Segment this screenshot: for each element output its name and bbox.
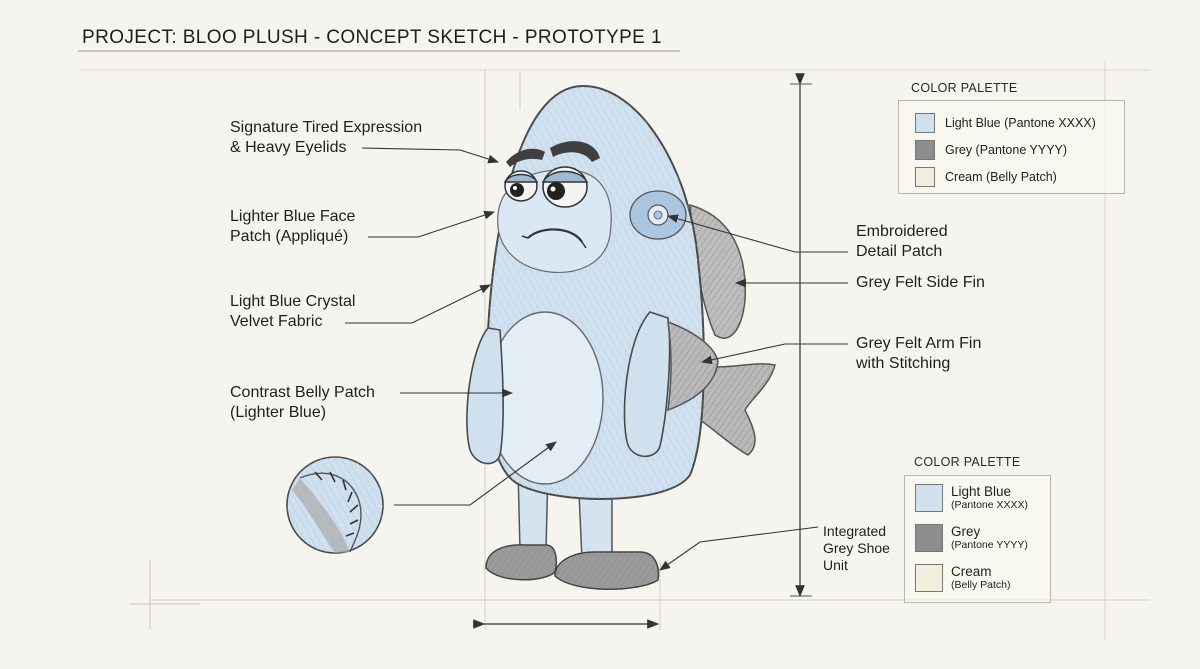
swatch-label: Light Blue (Pantone XXXX)	[945, 116, 1096, 130]
label-side-fin: Grey Felt Side Fin	[856, 273, 985, 293]
label-line: Unit	[823, 557, 848, 573]
arm-fin	[667, 320, 719, 412]
leader-lines	[345, 147, 848, 571]
palette-top-item: Grey (Pantone YYYY)	[915, 140, 1067, 160]
label-line: & Heavy Eyelids	[230, 139, 347, 156]
label-tired-expression: Signature Tired Expression & Heavy Eyeli…	[230, 118, 422, 158]
swatch-label: Grey	[951, 524, 981, 539]
label-line: Contrast Belly Patch	[230, 384, 375, 401]
side-fin	[689, 203, 746, 339]
label-line: (Lighter Blue)	[230, 404, 327, 421]
palette-top-item: Light Blue (Pantone XXXX)	[915, 113, 1096, 133]
label-belly-patch: Contrast Belly Patch (Lighter Blue)	[230, 383, 375, 423]
label-embroidered-patch: Embroidered Detail Patch	[856, 222, 948, 262]
label-line: Embroidered	[856, 223, 948, 240]
swatch-text: Light Blue (Pantone XXXX)	[951, 484, 1028, 512]
label-line: Grey Felt Arm Fin	[856, 335, 982, 352]
palette-bottom-item: Cream (Belly Patch)	[915, 564, 1011, 592]
sheet-title: PROJECT: BLOO PLUSH - CONCEPT SKETCH - P…	[82, 27, 662, 48]
label-line: Patch (Appliqué)	[230, 228, 349, 245]
palette-top-item: Cream (Belly Patch)	[915, 167, 1057, 187]
palette-bottom-title: COLOR PALETTE	[914, 455, 1021, 469]
swatch-text: Grey (Pantone YYYY)	[951, 524, 1028, 552]
swatch-label: Cream	[951, 564, 992, 579]
height-dimension	[790, 73, 812, 598]
palette-bottom-item: Light Blue (Pantone XXXX)	[915, 484, 1028, 512]
label-line: Velvet Fabric	[230, 313, 323, 330]
swatch-label: Grey (Pantone YYYY)	[945, 143, 1068, 157]
swatch-cream	[915, 564, 943, 592]
belly-patch	[486, 311, 604, 485]
embroidered-patch	[629, 190, 687, 240]
label-shoe-unit: Integrated Grey Shoe Unit	[823, 523, 890, 574]
mouth	[521, 228, 587, 249]
label-arm-fin: Grey Felt Arm Fin with Stitching	[856, 334, 981, 374]
stitching-detail-inset	[286, 456, 384, 554]
palette-top: Light Blue (Pantone XXXX) Grey (Pantone …	[898, 100, 1125, 194]
label-line: Grey Felt Side Fin	[856, 274, 985, 291]
swatch-label: Light Blue	[951, 484, 1012, 499]
eyes	[503, 166, 589, 208]
palette-top-title: COLOR PALETTE	[911, 81, 1018, 95]
swatch-sublabel: (Pantone XXXX)	[951, 499, 1029, 511]
palette-bottom-item: Grey (Pantone YYYY)	[915, 524, 1028, 552]
label-line: Grey Shoe	[823, 540, 890, 556]
shoes	[485, 544, 660, 590]
label-line: Light Blue Crystal	[230, 293, 356, 310]
label-line: Integrated	[823, 523, 887, 539]
label-face-patch: Lighter Blue Face Patch (Appliqué)	[230, 207, 355, 247]
right-arm	[623, 311, 671, 458]
swatch-grey	[915, 140, 935, 160]
palette-bottom: Light Blue (Pantone XXXX) Grey (Pantone …	[904, 475, 1051, 603]
label-line: Signature Tired Expression	[230, 119, 423, 136]
swatch-grey	[915, 524, 943, 552]
swatch-cream	[915, 167, 935, 187]
label-velvet-fabric: Light Blue Crystal Velvet Fabric	[230, 292, 355, 332]
left-arm	[466, 327, 504, 465]
swatch-light-blue	[915, 113, 935, 133]
label-line: Lighter Blue Face	[230, 208, 356, 225]
label-line: with Stitching	[856, 355, 951, 372]
swatch-sublabel: (Belly Patch)	[951, 579, 1011, 591]
label-line: Detail Patch	[856, 243, 943, 260]
swatch-light-blue	[915, 484, 943, 512]
swatch-text: Cream (Belly Patch)	[951, 564, 1011, 592]
swatch-sublabel: (Pantone YYYY)	[951, 539, 1028, 551]
tail-fin	[689, 358, 776, 456]
eyebrows	[506, 141, 600, 167]
swatch-label: Cream (Belly Patch)	[945, 170, 1057, 184]
